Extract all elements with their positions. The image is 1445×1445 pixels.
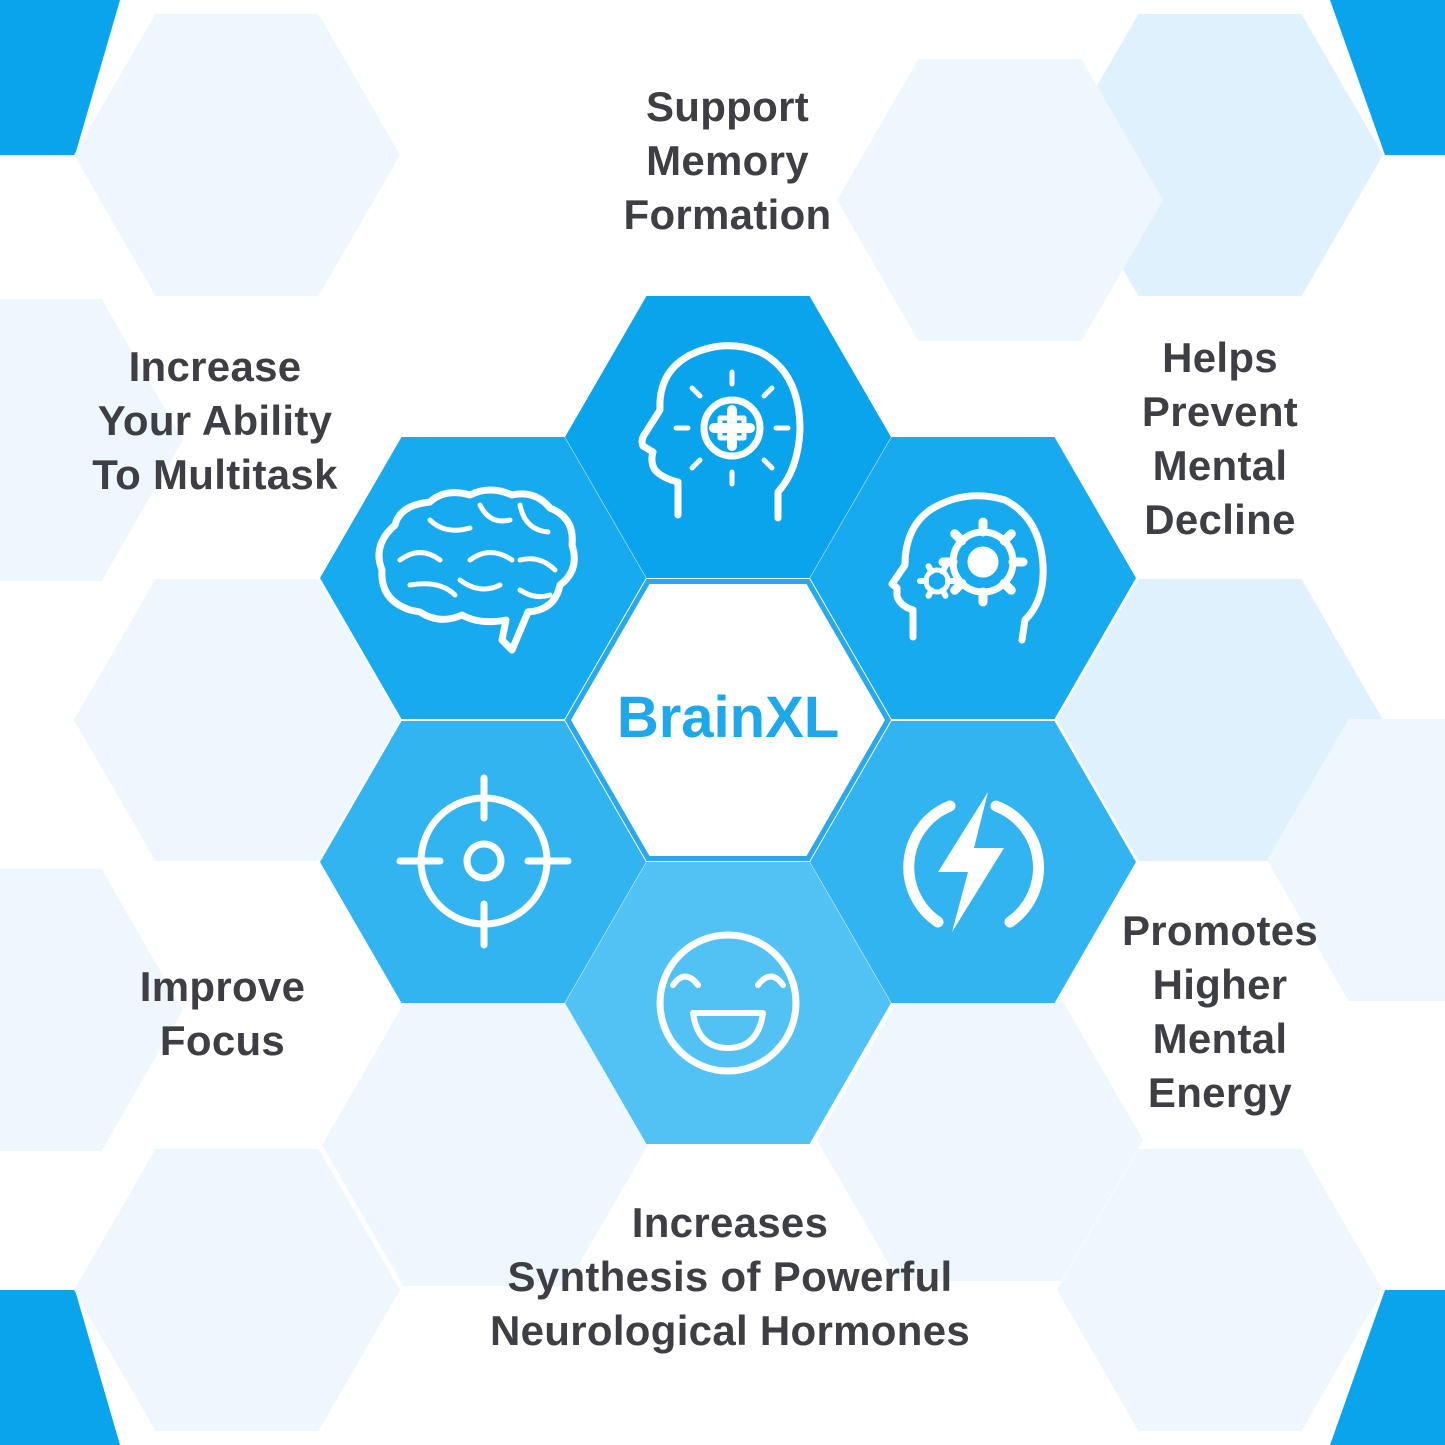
benefit-top-line: Support [645, 83, 810, 130]
benefit-upper-right-line: Prevent [1141, 388, 1299, 435]
benefit-upper-left-line: Increase [128, 343, 302, 390]
benefit-lower-left-line: Improve [139, 963, 306, 1010]
smiley-face-icon [656, 931, 800, 1075]
benefit-bottom-line: Neurological Hormones [489, 1307, 971, 1354]
corner-accent-top-left [0, 0, 120, 155]
benefit-top: Support Memory Formation [570, 80, 885, 242]
benefit-bottom-line: Synthesis of Powerful [507, 1253, 953, 1300]
benefit-lower-right-line: Energy [1147, 1069, 1293, 1116]
benefit-lower-right-line: Mental [1152, 1015, 1288, 1062]
decorative-hex [74, 579, 400, 861]
decorative-hex [1057, 579, 1383, 861]
benefit-top-line: Formation [623, 191, 832, 238]
energy-bolt-icon [903, 792, 1044, 932]
hex-upper-left [320, 437, 646, 719]
center-hex [571, 584, 885, 856]
benefit-upper-left: Increase Your Ability To Multitask [70, 340, 360, 502]
benefit-lower-right-line: Higher [1152, 961, 1288, 1008]
decorative-hex [0, 299, 183, 581]
decorative-hex-grid [0, 14, 1445, 1431]
benefit-upper-right: Helps Prevent Mental Decline [1090, 331, 1350, 547]
benefit-upper-left-line: To Multitask [92, 451, 338, 498]
benefit-lower-left: Improve Focus [95, 960, 350, 1068]
benefit-upper-left-line: Your Ability [97, 397, 333, 444]
hex-upper-right [810, 437, 1136, 719]
benefit-bottom-line: Increases [631, 1199, 829, 1246]
center-hex-cluster [320, 296, 1136, 1144]
hex-lower-left [320, 721, 646, 1003]
decorative-hex [322, 1004, 648, 1286]
decorative-hex [74, 14, 400, 296]
head-gears-icon [888, 492, 1047, 644]
benefit-top-line: Memory [646, 137, 809, 184]
corner-accent-bottom-left [0, 1290, 120, 1445]
benefit-lower-right-line: Promotes [1121, 907, 1319, 954]
decorative-hex [1057, 1149, 1383, 1431]
icon-layer [375, 342, 1047, 1075]
brand-name: BrainXL [616, 685, 840, 750]
corner-accent-bottom-right [1330, 1290, 1445, 1445]
target-crosshair-icon [396, 774, 572, 949]
decorative-hex [74, 1149, 400, 1431]
benefit-upper-right-line: Mental [1152, 442, 1288, 489]
decorative-hex [837, 59, 1163, 341]
benefit-bottom: Increases Synthesis of Powerful Neurolog… [440, 1196, 1020, 1358]
bolt-shape [938, 792, 1004, 932]
benefit-lower-left-line: Focus [159, 1017, 286, 1064]
decorative-hex [1267, 719, 1445, 1001]
decorative-hex [817, 999, 1143, 1281]
hex-bottom [565, 862, 891, 1144]
head-lightbulb-plus-icon [638, 342, 804, 522]
benefit-lower-right: Promotes Higher Mental Energy [1090, 904, 1350, 1120]
brain-icon [375, 486, 578, 654]
benefit-upper-right-line: Helps [1162, 334, 1278, 381]
decorative-hex [0, 869, 183, 1151]
benefit-upper-right-line: Decline [1144, 496, 1296, 543]
corner-accent-top-right [1330, 0, 1445, 155]
